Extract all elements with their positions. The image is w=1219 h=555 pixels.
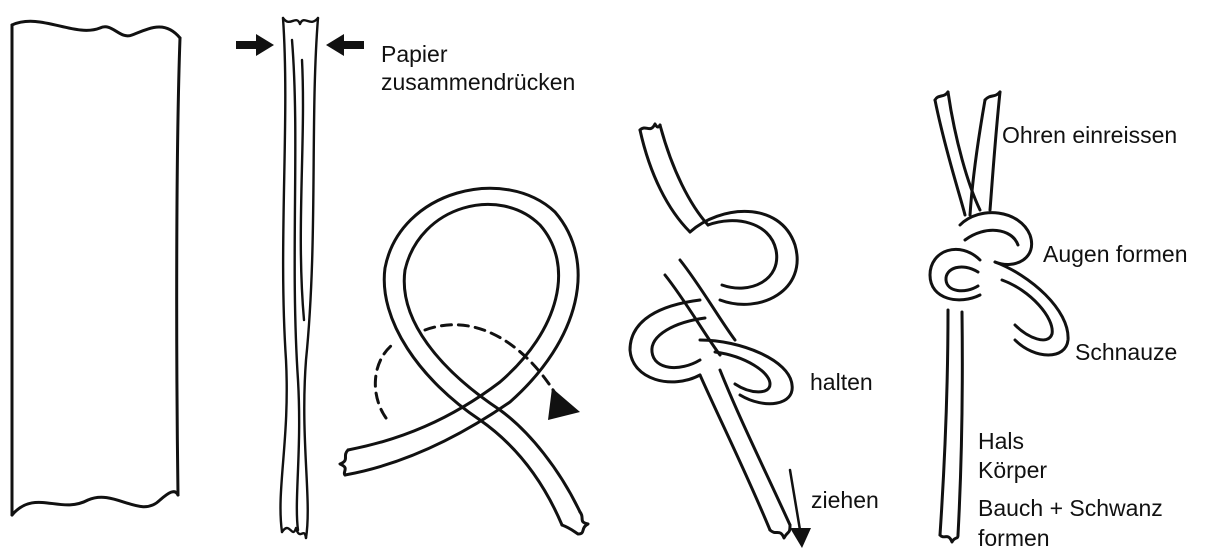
paper-strip <box>12 21 180 515</box>
pull-arrow <box>790 470 811 548</box>
label-ziehen: ziehen <box>811 486 879 514</box>
label-zusammendruecken: zusammendrücken <box>381 68 575 96</box>
label-koerper: Körper <box>978 456 1047 484</box>
label-halten: halten <box>810 368 873 396</box>
label-schnauze: Schnauze <box>1075 338 1177 366</box>
label-augen-formen: Augen formen <box>1043 240 1187 268</box>
label-papier: Papier <box>381 40 447 68</box>
label-formen: formen <box>978 524 1050 552</box>
loop-step <box>340 188 588 534</box>
label-ohren-einreissen: Ohren einreissen <box>1002 121 1177 149</box>
compressed-strip <box>280 18 318 538</box>
squeeze-arrow-left <box>236 34 274 56</box>
pull-through-arrowhead <box>548 388 580 420</box>
label-bauch-schwanz: Bauch + Schwanz <box>978 494 1163 522</box>
knot-step <box>630 124 797 538</box>
squeeze-arrow-right <box>326 34 364 56</box>
label-hals: Hals <box>978 427 1024 455</box>
